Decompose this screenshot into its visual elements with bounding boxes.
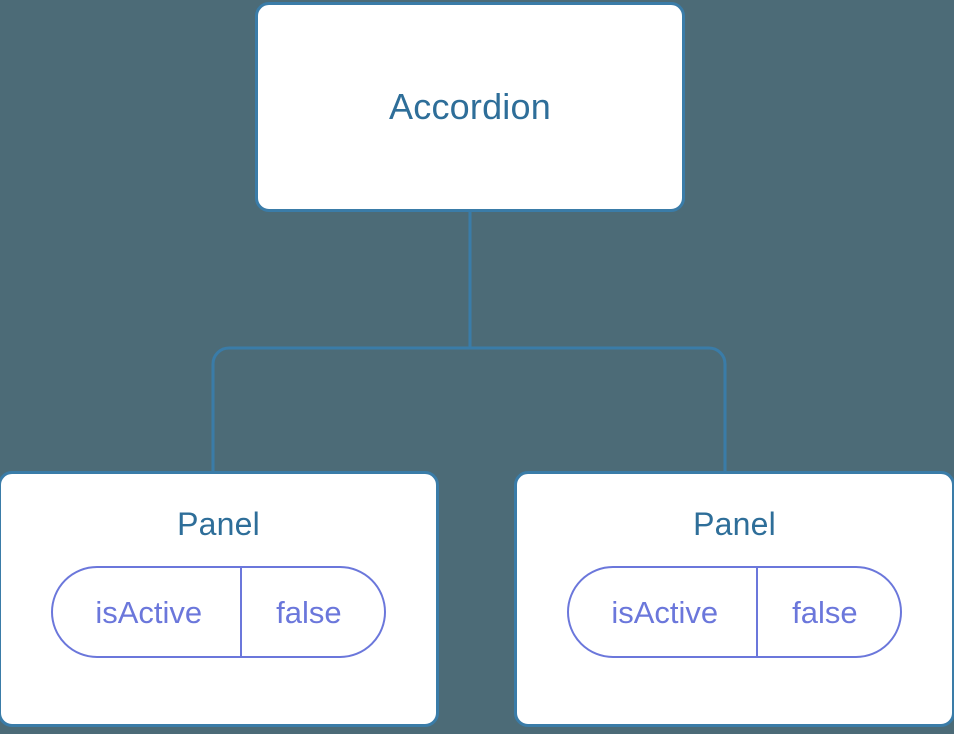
- connector-branch-left: [211, 346, 470, 473]
- connector-branch-right: [470, 346, 727, 473]
- state-pill-panel-1-key: isActive: [53, 568, 243, 656]
- state-pill-panel-1[interactable]: isActive false: [51, 566, 386, 658]
- node-accordion[interactable]: Accordion: [255, 2, 685, 212]
- node-panel-1[interactable]: Panel isActive false: [0, 471, 439, 727]
- node-accordion-label: Accordion: [389, 86, 551, 127]
- node-panel-2-label: Panel: [693, 506, 776, 542]
- state-pill-panel-2-key: isActive: [569, 568, 759, 656]
- node-panel-1-label: Panel: [177, 506, 260, 542]
- state-pill-panel-2-value: false: [792, 594, 858, 630]
- node-panel-2[interactable]: Panel isActive false: [514, 471, 954, 727]
- state-pill-panel-2[interactable]: isActive false: [567, 566, 902, 658]
- state-pill-panel-1-value: false: [276, 594, 342, 630]
